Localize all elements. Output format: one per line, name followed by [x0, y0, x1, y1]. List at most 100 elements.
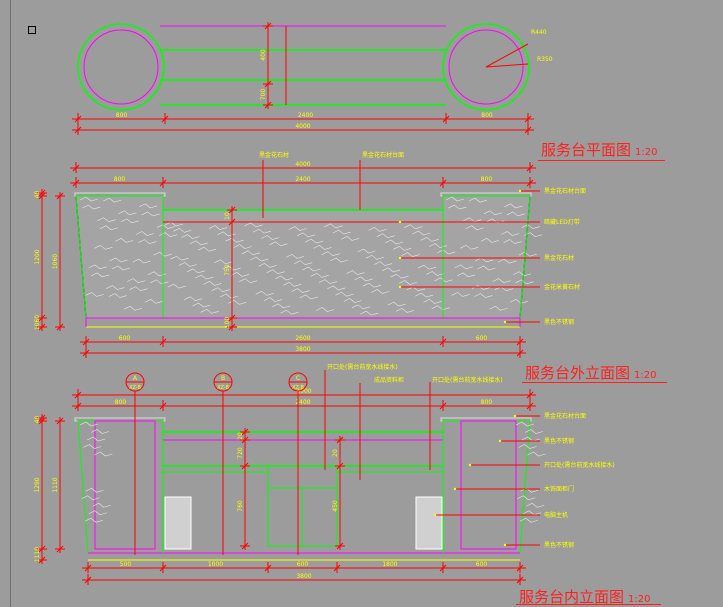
callout-sub: XZ-B: [292, 385, 304, 391]
front-marble-vein: [513, 271, 532, 277]
front-marble-vein: [138, 239, 157, 244]
rear-left-outline: [77, 420, 164, 554]
front-marble-vein: [106, 285, 125, 290]
front-dims-left-label: 1200: [34, 249, 41, 264]
front-dims-bottom-label: 600: [476, 335, 488, 342]
front-dims-bottom-label: 600: [119, 335, 131, 342]
front-dims-bottom-tick: [439, 338, 447, 346]
front-marble-vein: [480, 238, 499, 243]
front-marble-vein: [474, 293, 493, 298]
front-marble-vein: [115, 238, 134, 243]
front-marble-vein: [492, 278, 511, 283]
plan-dims-top-tick: [524, 115, 532, 123]
front-marble-vein: [203, 281, 222, 286]
front-dims-inner-tick: [228, 218, 236, 226]
front-marble-vein: [111, 265, 131, 271]
front-dims-left-label: 40: [34, 191, 41, 199]
front-center-panel: [162, 209, 444, 319]
front-marble-vein: [167, 283, 186, 289]
front-leader-dot: [518, 189, 522, 193]
rear-dims-total-tick: [516, 576, 524, 584]
front-marble-vein: [329, 257, 349, 263]
rear-dims-bottom-label: 600: [476, 561, 488, 568]
plan-dims-top-tick: [161, 115, 169, 123]
front-marble-vein: [395, 308, 415, 313]
front-marble-vein: [468, 197, 487, 203]
rear-marble-vein: [527, 451, 546, 457]
front-marble-vein: [448, 204, 467, 210]
front-label-top: 黑金花石材台面: [362, 151, 404, 159]
front-marble-vein: [244, 222, 263, 228]
front-dims-top2-tick: [72, 164, 80, 172]
front-marble-vein: [255, 290, 274, 296]
rear-dims-inner2-label: 450: [332, 500, 339, 512]
front-marble-vein: [387, 301, 406, 307]
front-marble-vein: [280, 309, 299, 315]
front-marble-vein: [132, 258, 151, 264]
front-marble-vein: [373, 261, 393, 266]
rear-label-top: 开口处(需台前宽水线接水): [327, 363, 398, 371]
front-marble-vein: [354, 276, 373, 282]
front-marble-vein: [390, 273, 409, 279]
front-marble-vein: [460, 244, 479, 250]
front-dims-left-tick: [38, 314, 46, 322]
front-marble-vein: [445, 196, 465, 202]
front-marble-vein: [426, 271, 445, 276]
front-marble-vein: [291, 288, 310, 293]
front-marble-vein: [233, 244, 252, 249]
front-marble-vein: [200, 308, 219, 314]
rear-dims-bottom-tick: [333, 564, 341, 572]
rear-dims-left2-label: 1110: [52, 477, 59, 492]
front-dims-top-label: 800: [481, 176, 493, 183]
front-dims-left-label: 1060: [34, 315, 41, 330]
front-marble-vein: [362, 282, 382, 288]
rear-label-right: 开口处(需台前宽水线接水): [544, 461, 615, 469]
rear-dims-bottom-tick: [264, 564, 272, 572]
front-dims-top-label: 800: [114, 176, 126, 183]
callout-sub: XZ-B: [217, 385, 229, 391]
rear-dims-left-tick: [38, 414, 46, 422]
rear-dims-top-tick: [526, 402, 534, 410]
plan-radius-leader-2: [485, 63, 529, 68]
front-marble-vein: [195, 274, 214, 280]
front-marble-vein: [170, 255, 189, 261]
front-marble-vein: [139, 203, 158, 209]
front-marble-vein: [141, 211, 160, 217]
rear-dims-top2-tick: [526, 391, 534, 399]
front-marble-vein: [94, 244, 113, 250]
front-dims-left-tick: [38, 192, 46, 200]
rear-pc-left: [164, 496, 192, 550]
front-dims-left2-label: 1060: [52, 254, 59, 269]
plan-dims-total-tick: [524, 126, 532, 134]
rear-dims-inner2-tick: [336, 462, 344, 470]
front-marble-vein: [404, 224, 423, 230]
front-leader-dot: [398, 220, 402, 224]
front-dims-top-tick: [526, 179, 534, 187]
front-marble-vein: [189, 240, 208, 246]
front-marble-vein: [274, 275, 294, 281]
rear-marble-vein: [526, 502, 545, 508]
rear-right-door: [460, 420, 517, 550]
front-marble-vein: [261, 235, 280, 240]
rear-marble-vein: [90, 429, 110, 434]
front-marble-vein: [208, 225, 228, 230]
front-marble-vein: [127, 278, 146, 283]
plan-dims-top-label: 800: [481, 112, 493, 119]
front-marble-vein: [79, 196, 99, 202]
front-marble-vein: [156, 224, 175, 229]
front-dims-inner-tick: [228, 206, 236, 214]
rear-marble-vein: [520, 487, 539, 493]
rear-dims-inner-label: 760: [237, 500, 244, 512]
front-marble-vein: [365, 254, 384, 260]
front-marble-vein: [272, 303, 291, 309]
rear-dims-top-tick: [159, 402, 167, 410]
rear-marble-vein: [515, 421, 535, 427]
front-marble-vein: [318, 279, 338, 284]
front-marble-vein: [406, 286, 426, 292]
front-marble-vein: [250, 256, 269, 262]
front-dims-bottom-label: 2600: [295, 335, 310, 342]
rear-label-top: 开口处(需台前宽水线接水): [432, 376, 503, 384]
rear-dims-inner-tick: [241, 428, 249, 436]
